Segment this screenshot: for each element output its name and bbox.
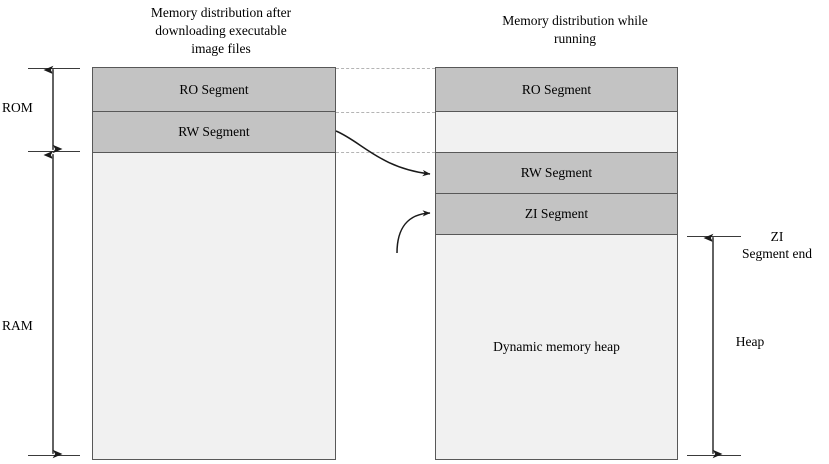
- guide-line-bottom: [336, 152, 435, 153]
- right-column-title: Memory distribution while running: [502, 13, 648, 46]
- left-segment-rw: RW Segment: [93, 112, 335, 153]
- right-segment-rw-label: RW Segment: [520, 165, 593, 180]
- right-segment-heap: Dynamic memory heap: [436, 235, 677, 459]
- rom-bracket-bottom-tick: [28, 151, 80, 152]
- ram-bracket-bottom-tick: [28, 455, 80, 456]
- rom-bracket-top-tick: [28, 68, 80, 69]
- left-memory-column: RO Segment RW Segment: [92, 67, 336, 460]
- left-segment-ro: RO Segment: [93, 68, 335, 112]
- left-segment-free: [93, 153, 335, 459]
- right-segment-ro: RO Segment: [436, 68, 677, 112]
- left-segment-ro-label: RO Segment: [179, 81, 249, 97]
- right-segment-ro-label: RO Segment: [521, 81, 592, 97]
- right-segment-heap-label: Dynamic memory heap: [493, 339, 620, 354]
- left-segment-rw-label: RW Segment: [178, 124, 250, 139]
- guide-line-top: [336, 68, 435, 69]
- right-segment-zi-label: ZI Segment: [524, 206, 589, 221]
- rom-bracket-label: ROM: [2, 100, 33, 115]
- right-segment-rw: RW Segment: [436, 153, 677, 194]
- heap-bracket-top-tick: [687, 236, 741, 237]
- zi-segment-end-label: ZI Segment end: [741, 229, 813, 261]
- right-segment-gap: [436, 112, 677, 153]
- right-memory-column: RO Segment RW Segment ZI Segment Dynamic…: [435, 67, 678, 460]
- guide-line-middle: [336, 112, 435, 113]
- right-segment-zi: ZI Segment: [436, 194, 677, 235]
- heap-bracket-bottom-tick: [687, 455, 741, 456]
- ram-bracket-label: RAM: [2, 318, 33, 333]
- zi-creation-arrow: [396, 210, 431, 254]
- left-column-title: Memory distribution after downloading ex…: [150, 5, 292, 56]
- heap-bracket-label: Heap: [735, 334, 765, 349]
